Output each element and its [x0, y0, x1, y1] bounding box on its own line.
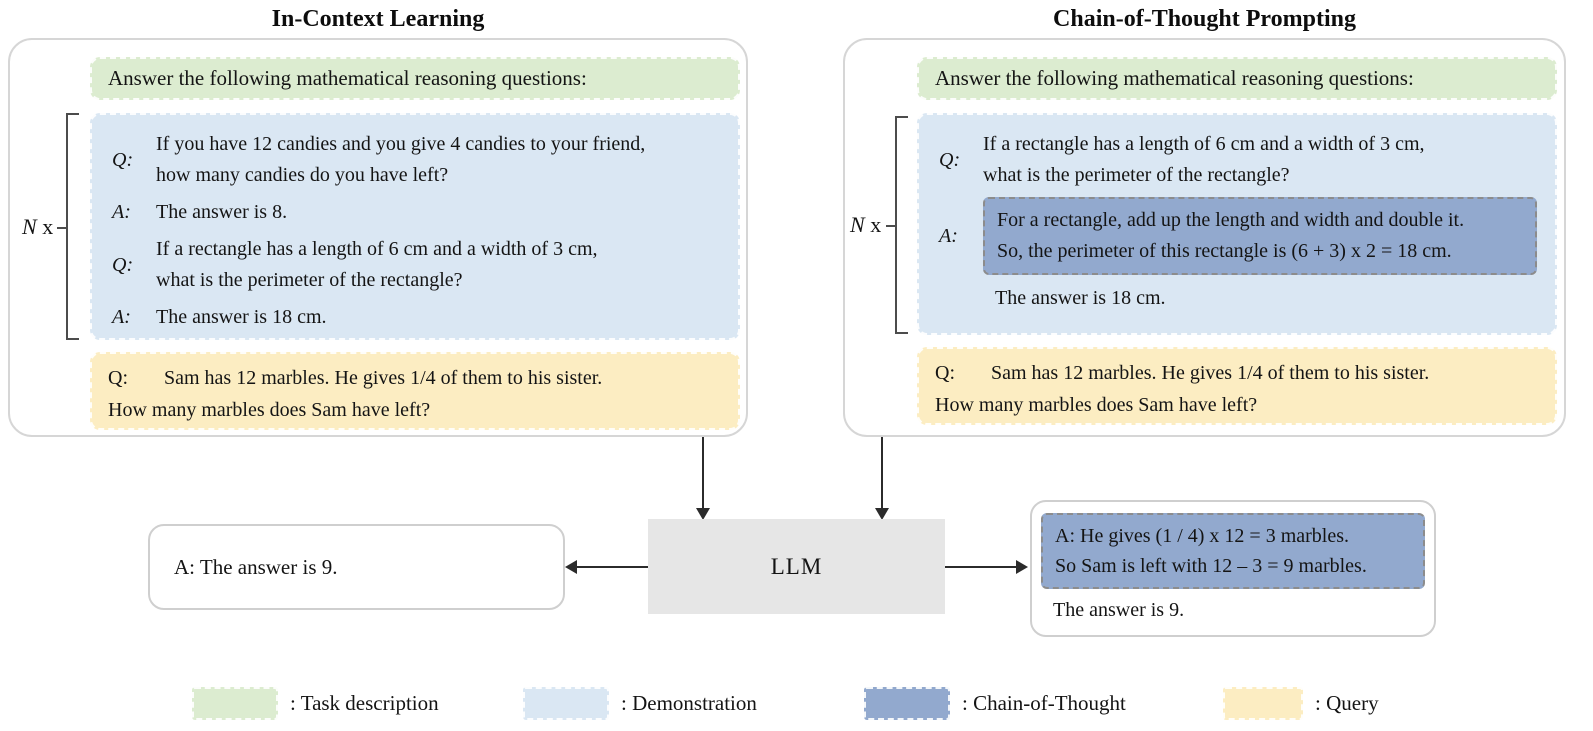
icl-demo-a1: A: The answer is 8. — [112, 201, 288, 223]
icl-task-description-box: Answer the following mathematical reason… — [90, 57, 740, 100]
legend-label-demonstration: : Demonstration — [621, 691, 757, 715]
legend-label-chain-of-thought: : Chain-of-Thought — [962, 691, 1126, 715]
llm-box: LLM — [648, 519, 945, 614]
cot-to-llm-arrow-line — [881, 437, 883, 509]
cot-panel: Answer the following mathematical reason… — [843, 38, 1566, 437]
icl-to-llm-arrow-head — [696, 508, 710, 520]
icl-answer-text: A: The answer is 9. — [174, 554, 338, 579]
llm-to-icl-answer-arrow-line — [576, 566, 648, 568]
legend-item-task-description: : Task description — [192, 687, 439, 720]
llm-label: LLM — [770, 553, 823, 579]
llm-to-cot-answer-arrow-line — [945, 566, 1017, 568]
icl-title: In-Context Learning — [271, 6, 485, 32]
legend-swatch-chain-of-thought — [864, 687, 950, 720]
cot-chain-of-thought-box: For a rectangle, add up the length and w… — [983, 197, 1537, 275]
icl-demo-q2: Q: If a rectangle has a length of 6 cm a… — [112, 238, 598, 291]
cot-answer-box: A: He gives (1 / 4) x 12 = 3 marbles. So… — [1030, 500, 1436, 637]
icl-query-box: Q: Sam has 12 marbles. He gives 1/4 of t… — [90, 352, 740, 430]
cot-task-description-box: Answer the following mathematical reason… — [917, 57, 1557, 100]
legend-swatch-demonstration — [523, 687, 609, 720]
cot-demo-q: Q: If a rectangle has a length of 6 cm a… — [939, 133, 1425, 186]
cot-query-box: Q: Sam has 12 marbles. He gives 1/4 of t… — [917, 347, 1557, 425]
cot-demo-final-answer: The answer is 18 cm. — [995, 287, 1166, 309]
legend-swatch-query — [1223, 687, 1303, 720]
legend-label-query: : Query — [1315, 691, 1379, 715]
cot-bracket-tick — [886, 225, 896, 227]
cot-bracket — [895, 116, 908, 334]
cot-repeat-label: N x — [850, 212, 882, 237]
legend-item-chain-of-thought: : Chain-of-Thought — [864, 687, 1126, 720]
icl-to-llm-arrow-line — [702, 437, 704, 509]
llm-to-cot-answer-arrow-head — [1016, 560, 1028, 574]
legend-item-query: : Query — [1223, 687, 1379, 720]
icl-bracket — [66, 113, 79, 340]
icl-repeat-label: N x — [22, 214, 54, 239]
icl-answer-box: A: The answer is 9. — [148, 524, 565, 610]
cot-task-text: Answer the following mathematical reason… — [935, 66, 1414, 90]
icl-demonstration-box: Q: If you have 12 candies and you give 4… — [90, 113, 740, 340]
icl-bracket-tick — [57, 227, 67, 229]
cot-title: Chain-of-Thought Prompting — [1053, 6, 1356, 32]
llm-to-icl-answer-arrow-head — [565, 560, 577, 574]
cot-demonstration-box: Q: If a rectangle has a length of 6 cm a… — [917, 113, 1557, 335]
cot-answer-final-text: The answer is 9. — [1053, 599, 1185, 621]
cot-answer-chain-of-thought-box: A: He gives (1 / 4) x 12 = 3 marbles. So… — [1041, 513, 1425, 589]
legend-swatch-task-description — [192, 687, 278, 720]
icl-demo-q1: Q: If you have 12 candies and you give 4… — [112, 133, 646, 186]
icl-task-text: Answer the following mathematical reason… — [108, 66, 587, 90]
icl-demo-a2: A: The answer is 18 cm. — [112, 306, 327, 328]
legend-item-demonstration: : Demonstration — [523, 687, 757, 720]
icl-panel: Answer the following mathematical reason… — [8, 38, 748, 437]
cot-demo-a: A: For a rectangle, add up the length an… — [939, 197, 1537, 275]
legend-label-task-description: : Task description — [290, 691, 439, 715]
cot-to-llm-arrow-head — [875, 508, 889, 520]
